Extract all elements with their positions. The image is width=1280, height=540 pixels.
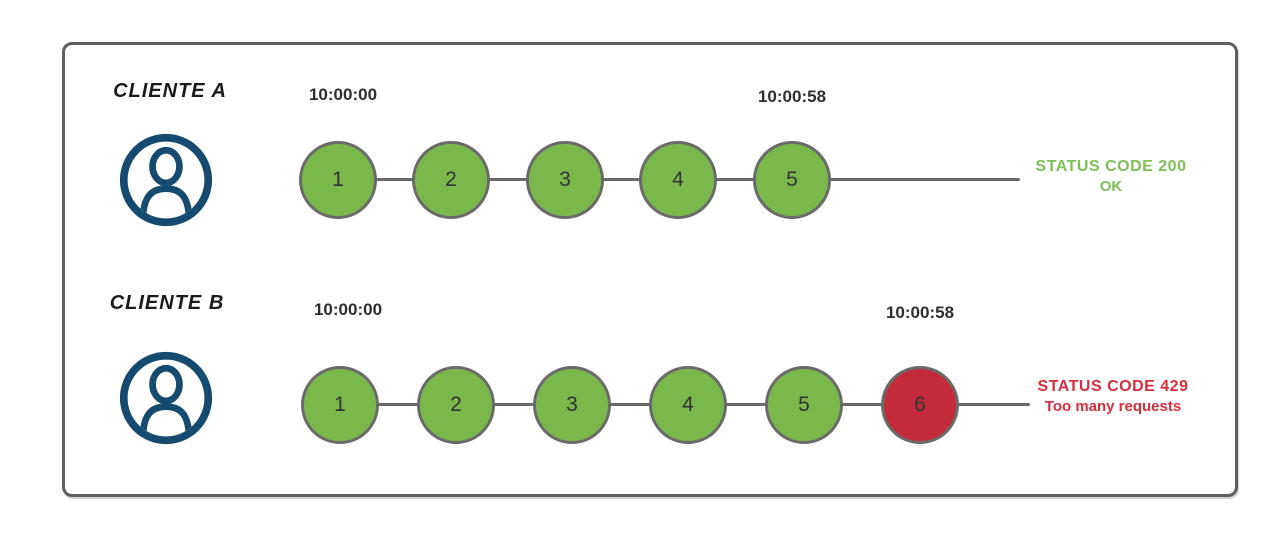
status-code-text: STATUS CODE 429 bbox=[1037, 378, 1189, 395]
request-number: 5 bbox=[786, 168, 798, 191]
request-number: 2 bbox=[445, 168, 457, 191]
client-a-window-start: 10:00:00 bbox=[308, 85, 378, 104]
client-b-window-start: 10:00:00 bbox=[313, 300, 383, 319]
request-node-b1: 1 bbox=[301, 366, 379, 444]
request-number: 4 bbox=[682, 393, 694, 416]
request-node-a5: 5 bbox=[753, 141, 831, 219]
request-number: 3 bbox=[559, 168, 571, 191]
client-a-person-icon bbox=[119, 133, 213, 227]
request-number: 3 bbox=[566, 393, 578, 416]
request-node-a1: 1 bbox=[299, 141, 377, 219]
client-b-window-end: 10:00:58 bbox=[885, 303, 955, 322]
request-node-b4: 4 bbox=[649, 366, 727, 444]
request-number: 1 bbox=[332, 168, 344, 191]
request-number: 4 bbox=[672, 168, 684, 191]
client-b-status: STATUS CODE 429 Too many requests bbox=[1024, 377, 1202, 417]
status-message-text: OK bbox=[1099, 178, 1123, 195]
request-number: 5 bbox=[798, 393, 810, 416]
client-a-label: CLIENTE A bbox=[113, 80, 227, 102]
client-a-window-end: 10:00:58 bbox=[757, 87, 827, 106]
client-a-status: STATUS CODE 200 OK bbox=[1022, 157, 1200, 197]
request-node-b2: 2 bbox=[417, 366, 495, 444]
request-node-a3: 3 bbox=[526, 141, 604, 219]
request-number: 1 bbox=[334, 393, 346, 416]
request-node-b3: 3 bbox=[533, 366, 611, 444]
request-node-a4: 4 bbox=[639, 141, 717, 219]
client-b-label: CLIENTE B bbox=[109, 292, 225, 314]
request-node-a2: 2 bbox=[412, 141, 490, 219]
request-node-b6-rate-limited: 6 bbox=[881, 366, 959, 444]
request-number: 2 bbox=[450, 393, 462, 416]
status-message-text: Too many requests bbox=[1044, 398, 1182, 415]
request-number: 6 bbox=[914, 393, 926, 416]
status-code-text: STATUS CODE 200 bbox=[1035, 158, 1187, 175]
request-node-b5: 5 bbox=[765, 366, 843, 444]
client-b-person-icon bbox=[119, 351, 213, 445]
diagram-frame bbox=[62, 42, 1238, 497]
